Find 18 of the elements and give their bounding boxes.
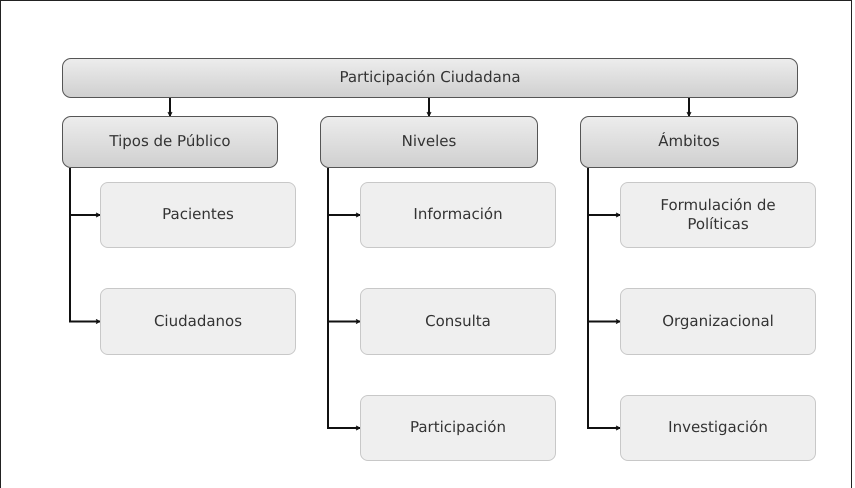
category-box: Ámbitos	[580, 116, 798, 168]
item-box: Participación	[360, 395, 556, 461]
title-bar: Participación Ciudadana	[62, 58, 798, 98]
item-box: Organizacional	[620, 288, 816, 355]
item-box: Pacientes	[100, 182, 296, 248]
arrow	[686, 98, 692, 116]
item-box: Consulta	[360, 288, 556, 355]
arrow	[168, 98, 172, 116]
arrow	[426, 98, 432, 116]
arrow	[587, 168, 620, 430]
arrow	[327, 168, 360, 430]
item-box: Formulación de Políticas	[620, 182, 816, 248]
category-box: Tipos de Público	[62, 116, 278, 168]
category-box: Niveles	[320, 116, 538, 168]
item-box: Investigación	[620, 395, 816, 461]
item-box: Información	[360, 182, 556, 248]
item-box: Ciudadanos	[100, 288, 296, 355]
arrow	[69, 168, 100, 324]
